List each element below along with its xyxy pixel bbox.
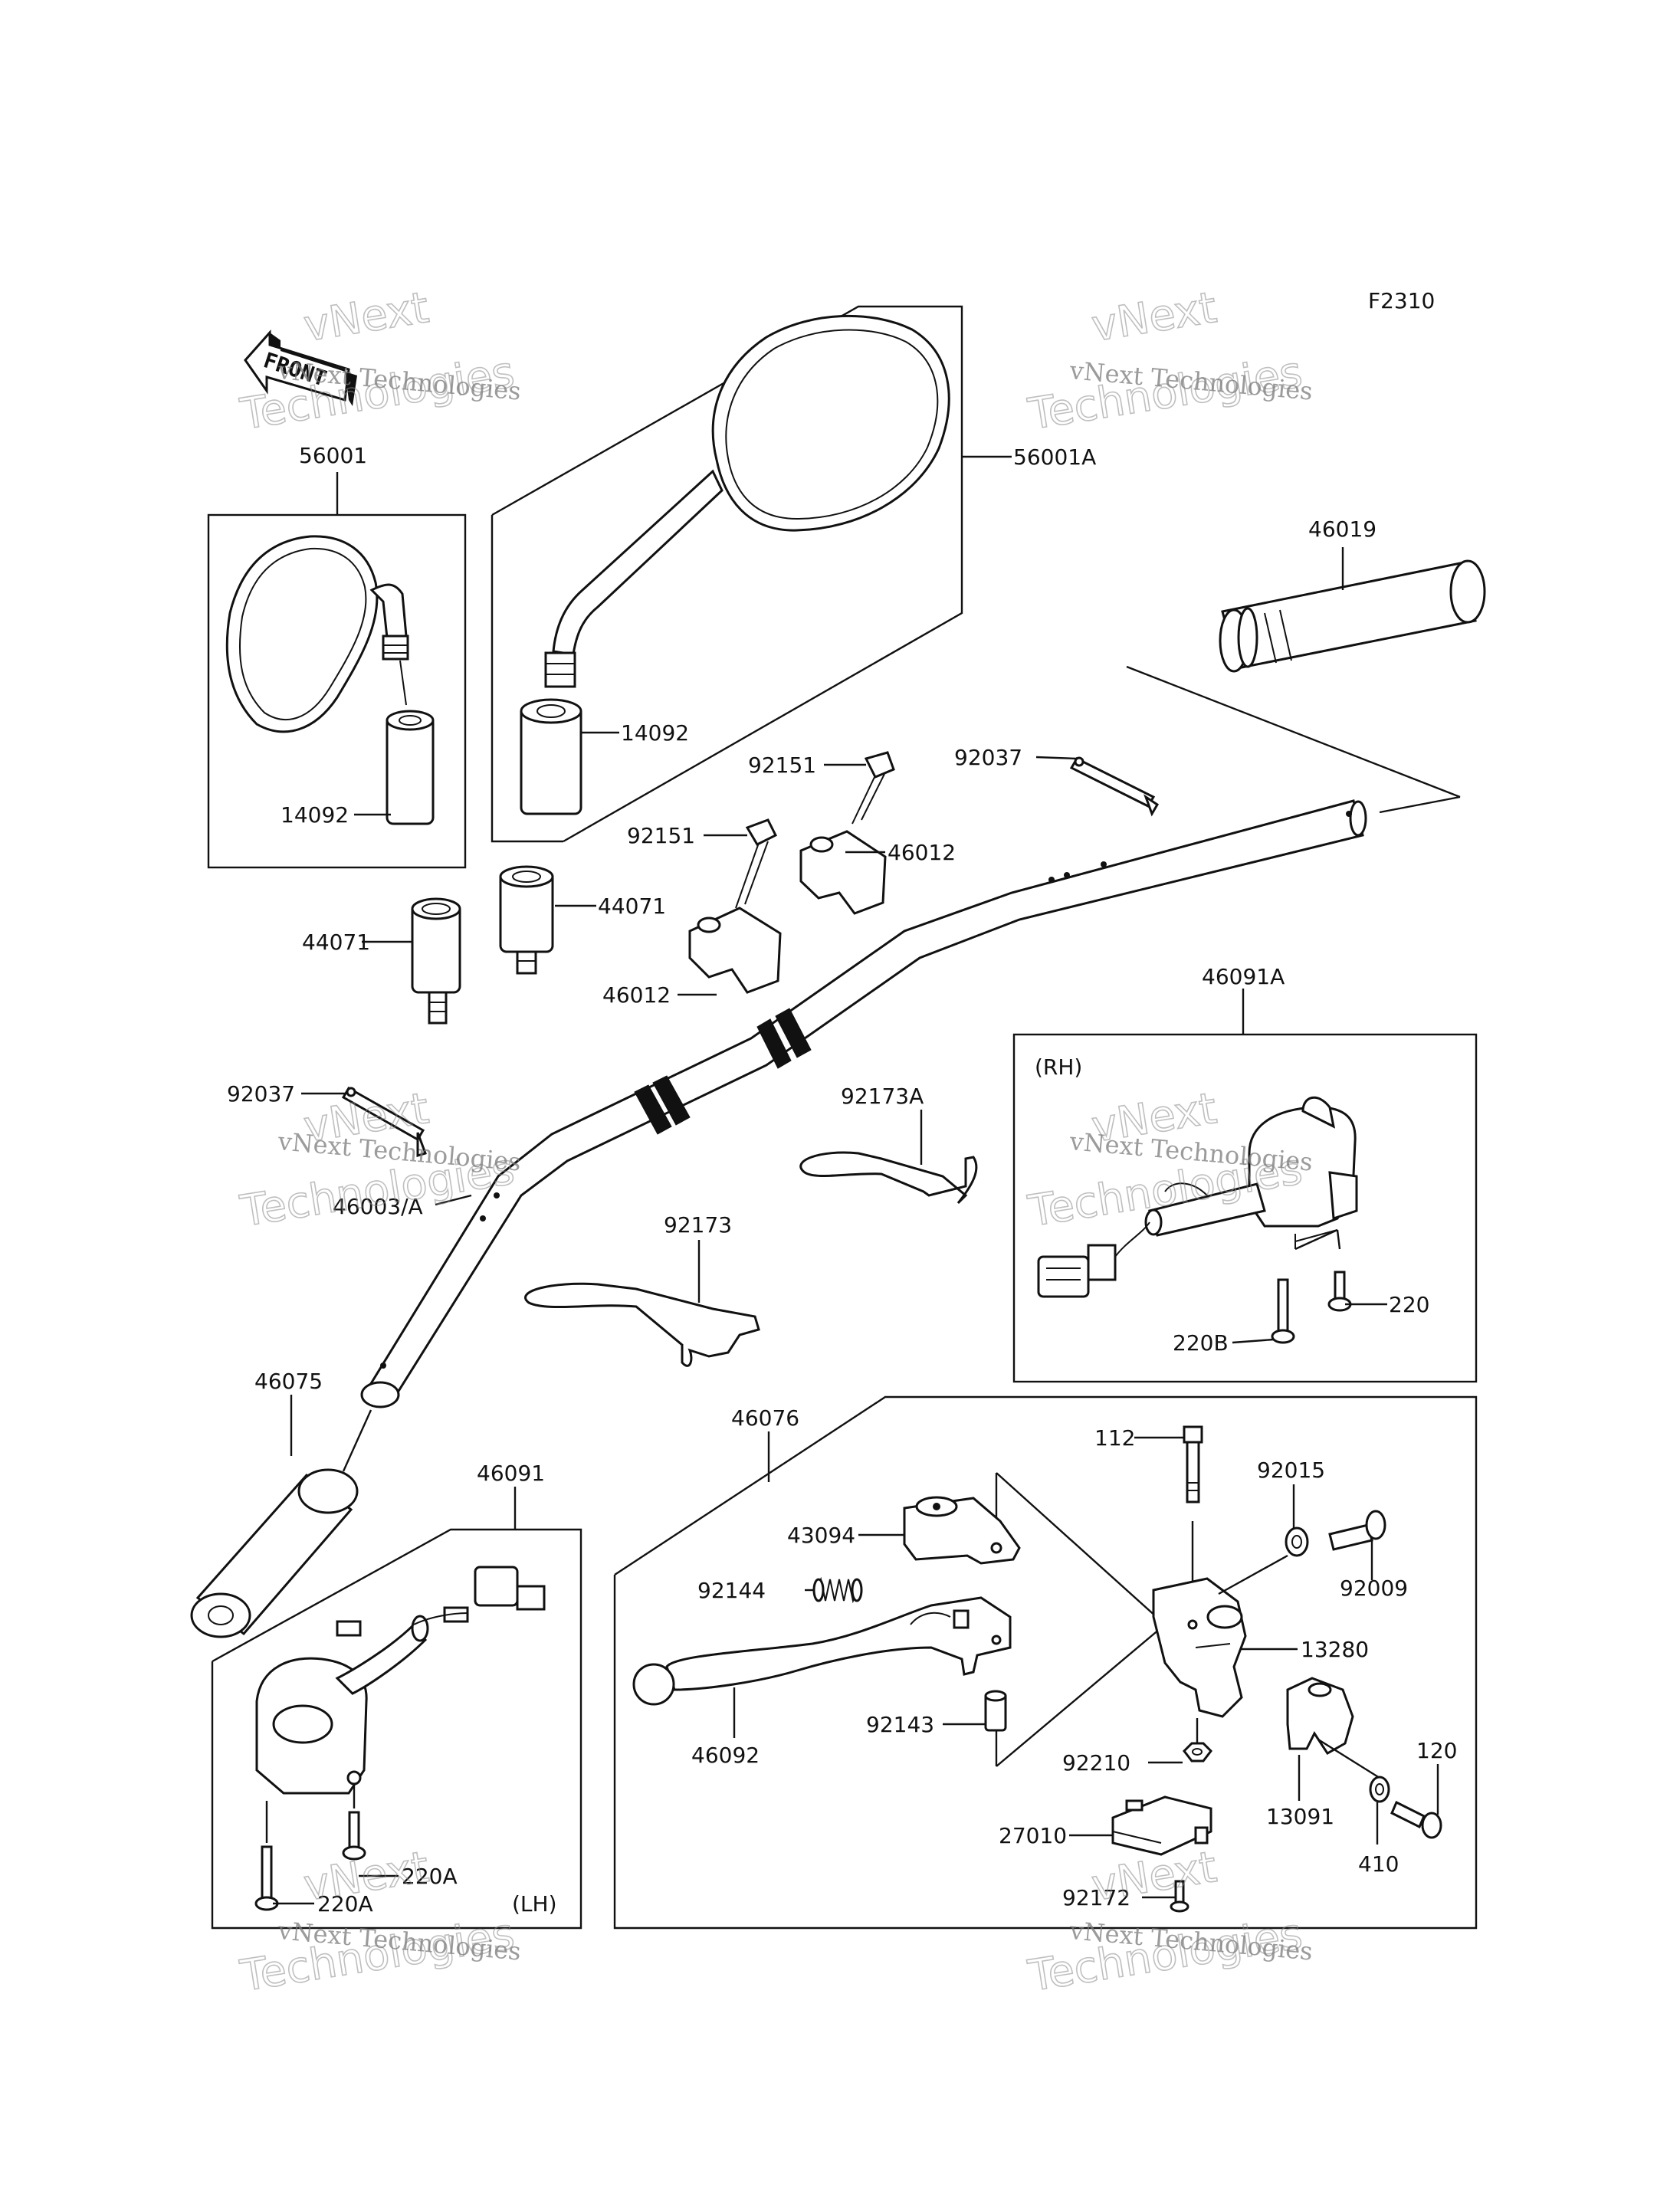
- watermark-top-left: vNext Technologies vNext Technologies: [236, 282, 522, 441]
- label-14092-a: 14092: [621, 720, 689, 746]
- screw-220: [1327, 1271, 1352, 1312]
- label-46091A: 46091A: [1202, 964, 1285, 989]
- screw-220A-upper: [342, 1811, 366, 1861]
- bolt-112: [1183, 1425, 1203, 1503]
- screw-220A-lower: [254, 1845, 279, 1911]
- lever-46092: [632, 1596, 1012, 1706]
- switch-27010: [1111, 1795, 1212, 1856]
- svg-text:vNext: vNext: [300, 283, 432, 352]
- front-arrow-icon: FRONT: [244, 330, 357, 406]
- switch-46091-lh: [211, 1528, 582, 1930]
- label-13091: 13091: [1266, 1804, 1334, 1829]
- label-92037-b: 92037: [227, 1081, 295, 1107]
- label-46019: 46019: [1308, 516, 1376, 542]
- label-lh: (LH): [512, 1891, 557, 1917]
- bolt-92151-lower: [735, 818, 778, 909]
- bracket-92173A: [799, 1151, 978, 1205]
- grip-46075-left: [190, 1468, 359, 1638]
- band-92037-upper: [1069, 756, 1160, 817]
- bolt-120: [1390, 1800, 1442, 1839]
- label-92009: 92009: [1340, 1576, 1408, 1601]
- label-92210: 92210: [1062, 1750, 1130, 1776]
- watermark-bottom-right: vNext Technologies vNext Technologies: [1024, 1841, 1314, 2002]
- label-92144: 92144: [697, 1578, 766, 1603]
- label-92015: 92015: [1257, 1458, 1325, 1483]
- grip-46019-right: [1126, 559, 1486, 798]
- label-46076: 46076: [731, 1405, 799, 1431]
- label-46091: 46091: [477, 1461, 545, 1486]
- label-92172: 92172: [1062, 1885, 1130, 1910]
- clamp-13091: [1286, 1677, 1354, 1755]
- label-92151-a: 92151: [748, 753, 816, 778]
- label-112: 112: [1094, 1425, 1135, 1451]
- watermark-bottom-left: vNext Technologies vNext Technologies: [236, 1841, 522, 2002]
- part-labels: 56001 56001A 46019 14092 14092 92151 921…: [227, 443, 1457, 1917]
- label-56001: 56001: [299, 443, 367, 468]
- figure-code: F2310: [1368, 288, 1435, 313]
- label-44071-b: 44071: [598, 894, 666, 919]
- watermark-top-right: vNext Technologies vNext Technologies: [1024, 282, 1314, 441]
- label-43094: 43094: [787, 1523, 855, 1548]
- label-44071-a: 44071: [302, 930, 370, 955]
- bracket-92173: [524, 1282, 760, 1367]
- leader-lines: [273, 455, 1439, 1905]
- washer-92015: [1285, 1526, 1309, 1557]
- svg-text:vNext: vNext: [1088, 283, 1220, 352]
- svg-text:vNext: vNext: [300, 1842, 432, 1911]
- adapter-44071-left: [411, 897, 461, 1025]
- label-92151-b: 92151: [627, 823, 695, 848]
- screw-92172: [1170, 1880, 1189, 1913]
- spring-92144: [812, 1576, 863, 1604]
- label-220: 220: [1389, 1292, 1429, 1317]
- label-92143: 92143: [866, 1712, 934, 1737]
- label-220A-b: 220A: [317, 1891, 373, 1917]
- label-410: 410: [1358, 1851, 1399, 1877]
- pivot-43094: [903, 1496, 1021, 1565]
- band-92037-lower: [341, 1086, 427, 1158]
- collar-92143: [984, 1690, 1007, 1732]
- label-56001A: 56001A: [1013, 444, 1096, 470]
- switch-46091A-rh: [1012, 1033, 1478, 1383]
- mirror-56001: [207, 513, 467, 869]
- label-92173A: 92173A: [841, 1084, 924, 1109]
- label-46092: 46092: [691, 1743, 760, 1768]
- label-46003A: 46003/A: [333, 1194, 423, 1219]
- label-13280: 13280: [1301, 1637, 1369, 1662]
- holder-13280: [1152, 1577, 1247, 1718]
- label-120: 120: [1416, 1738, 1457, 1763]
- holder-46012-upper: [799, 830, 887, 915]
- label-rh: (RH): [1035, 1054, 1082, 1080]
- label-92037-a: 92037: [954, 745, 1022, 770]
- handlebar-46003A: [360, 799, 1367, 1408]
- label-220A-a: 220A: [402, 1864, 458, 1889]
- nut-92210: [1183, 1742, 1212, 1763]
- label-92173: 92173: [664, 1212, 732, 1238]
- adapter-44071-right: [499, 865, 554, 975]
- label-27010: 27010: [999, 1823, 1067, 1848]
- mirror-56001A: [491, 305, 963, 843]
- screw-220B: [1271, 1278, 1295, 1344]
- adjuster-92009: [1328, 1510, 1386, 1551]
- svg-text:vNext: vNext: [1088, 1842, 1220, 1911]
- label-46012-a: 46012: [888, 840, 956, 865]
- label-46012-b: 46012: [602, 982, 671, 1008]
- label-46075: 46075: [254, 1369, 323, 1394]
- bolt-92151-upper: [851, 751, 895, 825]
- washer-410: [1369, 1776, 1390, 1803]
- label-14092-b: 14092: [281, 802, 349, 828]
- holder-46012-lower: [688, 907, 782, 994]
- label-220B: 220B: [1173, 1330, 1229, 1356]
